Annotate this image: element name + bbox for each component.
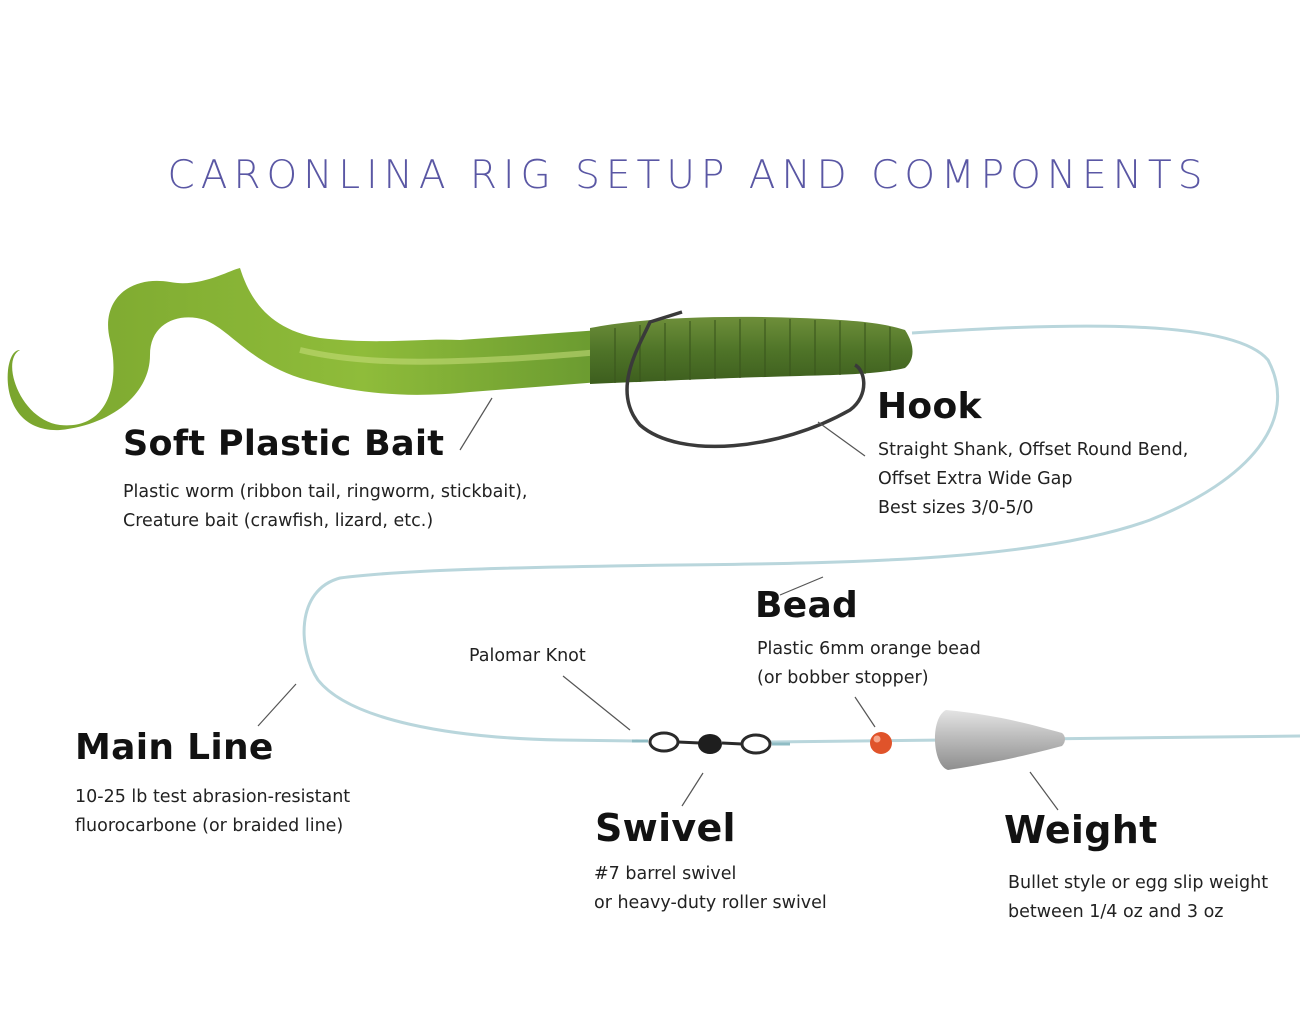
- worm-body: [590, 316, 913, 384]
- weight: [934, 710, 1065, 770]
- swivel-barrel: [698, 734, 722, 754]
- soft-plastic-bait-line-2: Creature bait (crawfish, lizard, etc.): [123, 511, 434, 531]
- main-line-heading: Main Line: [75, 727, 274, 768]
- worm-tail-highlight: [299, 347, 601, 365]
- hook-description: Straight Shank, Offset Round Bend, Offse…: [878, 436, 1188, 523]
- palomar-knot-label: Palomar Knot: [469, 646, 586, 666]
- weight-heading: Weight: [1004, 808, 1158, 852]
- hook-heading: Hook: [877, 386, 982, 427]
- bead-heading: Bead: [755, 585, 859, 626]
- main-line-line-1: 10-25 lb test abrasion-resistant: [75, 787, 351, 807]
- soft-plastic-bait-heading: Soft Plastic Bait: [123, 424, 445, 464]
- hook-line-2: Offset Extra Wide Gap: [878, 469, 1073, 489]
- main-line-description: 10-25 lb test abrasion-resistant fluoroc…: [75, 783, 350, 841]
- hook-line-1: Straight Shank, Offset Round Bend,: [878, 440, 1189, 460]
- soft-plastic-bait-line-1: Plastic worm (ribbon tail, ringworm, sti…: [123, 482, 528, 502]
- soft-plastic-bait-description: Plastic worm (ribbon tail, ringworm, sti…: [123, 478, 527, 536]
- hook-line-3: Best sizes 3/0-5/0: [878, 498, 1034, 518]
- swivel-description: #7 barrel swivel or heavy-duty roller sw…: [594, 860, 827, 918]
- hook: [625, 310, 866, 449]
- bead-description: Plastic 6mm orange bead (or bobber stopp…: [757, 635, 981, 693]
- page-title: CARONLINA RIG SETUP AND COMPONENTS: [167, 153, 1209, 198]
- swivel-heading: Swivel: [595, 806, 736, 850]
- swivel: [648, 731, 772, 755]
- weight-line-2: between 1/4 oz and 3 oz: [1008, 902, 1224, 922]
- main-line: [302, 324, 1280, 743]
- swivel-line-2: or heavy-duty roller swivel: [594, 893, 827, 913]
- swivel-line-1: #7 barrel swivel: [594, 864, 737, 884]
- weight-line-1: Bullet style or egg slip weight: [1008, 873, 1269, 893]
- bead-line-1: Plastic 6mm orange bead: [757, 639, 981, 659]
- bead: [870, 732, 892, 754]
- worm-segments: [614, 319, 891, 383]
- bead-line-2: (or bobber stopper): [757, 668, 929, 688]
- weight-description: Bullet style or egg slip weight between …: [1008, 869, 1268, 927]
- main-line-line-2: fluorocarbone (or braided line): [75, 816, 344, 836]
